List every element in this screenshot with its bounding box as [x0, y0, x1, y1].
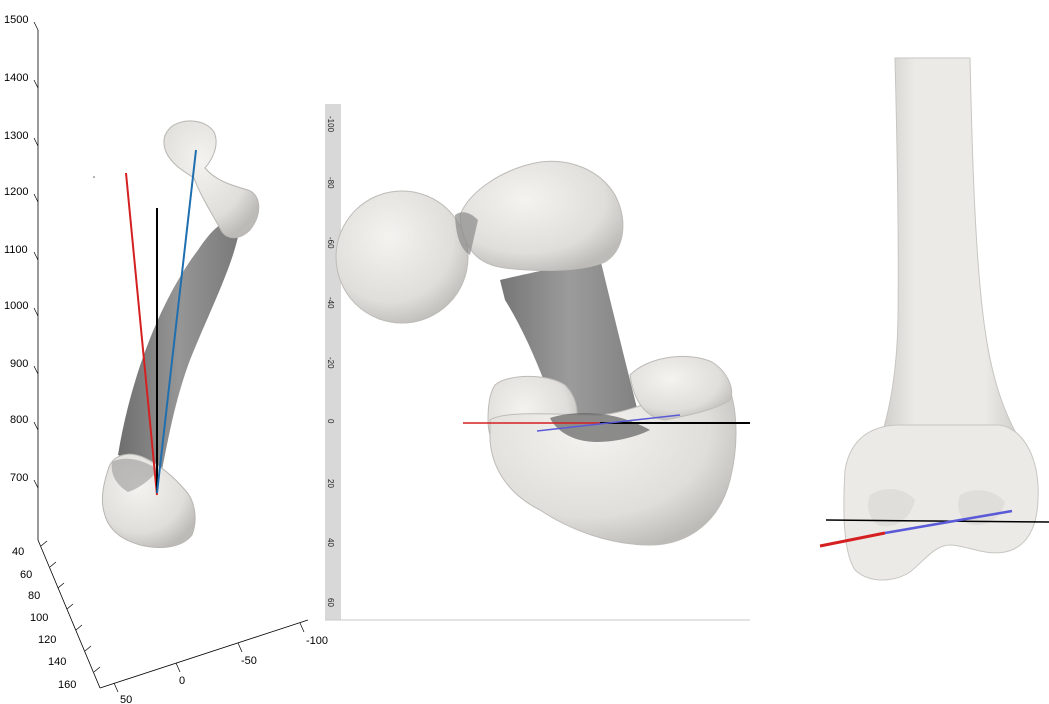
z-tick: 700 — [10, 472, 39, 489]
z-tick: 900 — [10, 358, 39, 375]
y-tick: 120 — [38, 624, 83, 646]
z-tick-label: 1300 — [4, 130, 28, 142]
y-axis-ticks: 40 60 80 100 120 140 160 — [12, 540, 101, 691]
femoral-neck-shaft — [500, 258, 640, 429]
z-tick-label: 1200 — [4, 186, 28, 198]
y-tick: 40 — [12, 540, 48, 558]
femoral-head — [335, 190, 469, 324]
red-axis-distal — [819, 531, 886, 548]
z-tick-label: 1000 — [4, 300, 28, 312]
y-tick: 100 — [30, 603, 74, 624]
femoral-head-3d — [163, 120, 260, 239]
side-tick-label: -80 — [326, 177, 335, 189]
medial-condyle-proximal-view — [629, 355, 733, 421]
z-tick: 800 — [10, 414, 39, 431]
femur-distal-shaft — [879, 57, 1021, 441]
red-axis-3d — [125, 172, 158, 496]
z-tick: 1300 — [4, 130, 39, 147]
purple-axis-proximal — [536, 414, 681, 432]
z-tick: 1500 — [4, 14, 39, 31]
y-tick-label: 120 — [38, 634, 56, 646]
distal-condyles — [843, 424, 1039, 581]
stray-dot — [93, 176, 95, 178]
z-tick: 1200 — [4, 186, 39, 203]
condyle-shading — [868, 488, 915, 527]
distal-shadow-3d — [111, 458, 158, 492]
x-tick: -50 — [237, 642, 257, 667]
z-tick-label: 1100 — [4, 244, 28, 256]
x-tick-label: -100 — [306, 635, 328, 647]
y-tick-label: 80 — [28, 590, 40, 602]
y-tick-label: 60 — [20, 569, 32, 581]
neck-connector — [455, 212, 478, 255]
side-tick-label: -100 — [326, 116, 335, 133]
femur-distal-model — [843, 57, 1039, 581]
z-tick: 1000 — [4, 300, 39, 317]
x-axis-line — [99, 619, 309, 689]
x-tick-label: 0 — [179, 675, 185, 687]
panel-distal-view — [819, 57, 1049, 581]
purple-axis-distal — [884, 509, 1013, 535]
z-tick-label: 1400 — [4, 72, 28, 84]
intercondylar-shadow — [550, 413, 650, 442]
panel-proximal-view: -100 -80 -60 -40 -20 0 20 40 60 — [325, 104, 750, 621]
x-tick: -100 — [299, 622, 328, 647]
femur-proximal-model — [335, 160, 737, 546]
x-tick: 50 — [113, 682, 132, 704]
femur-shaft — [118, 221, 240, 470]
y-tick-label: 160 — [58, 679, 76, 691]
y-tick-label: 40 — [12, 546, 24, 558]
side-tick-label: 60 — [326, 598, 335, 607]
y-tick: 60 — [20, 561, 57, 581]
x-tick-label: -50 — [241, 655, 257, 667]
z-tick: 1100 — [4, 244, 39, 261]
x-tick: 0 — [175, 662, 185, 687]
side-tick-label: 0 — [326, 419, 335, 424]
blue-axis-3d — [156, 149, 197, 494]
z-tick-label: 900 — [10, 358, 28, 370]
y-tick: 80 — [28, 582, 65, 602]
side-tick-label: -60 — [326, 237, 335, 249]
y-tick: 160 — [58, 666, 101, 691]
side-axis-ticks: -100 -80 -60 -40 -20 0 20 40 60 — [326, 116, 335, 607]
y-tick: 140 — [48, 645, 92, 668]
z-tick: 1400 — [4, 72, 39, 89]
side-tick-label: 40 — [326, 538, 335, 547]
femur-3d-model — [101, 120, 260, 548]
side-tick-label: -20 — [326, 357, 335, 369]
z-tick-label: 1500 — [4, 14, 28, 26]
x-axis-ticks: 50 0 -50 -100 — [113, 622, 328, 704]
y-tick-label: 140 — [48, 656, 66, 668]
y-axis-line — [37, 539, 101, 689]
z-axis-ticks: 1500 1400 1300 1200 1100 1000 900 800 70… — [4, 14, 39, 489]
z-tick-label: 800 — [10, 414, 28, 426]
greater-trochanter — [459, 160, 624, 271]
z-tick-label: 700 — [10, 472, 28, 484]
y-tick-label: 100 — [30, 612, 48, 624]
condyle-shading — [958, 490, 1005, 526]
black-axis-distal — [825, 519, 1049, 523]
side-axis-bar — [325, 104, 341, 620]
panel-3d-view: 1500 1400 1300 1200 1100 1000 900 800 70… — [4, 14, 328, 704]
side-tick-label: -40 — [326, 297, 335, 309]
side-tick-label: 20 — [326, 479, 335, 488]
x-tick-label: 50 — [120, 694, 132, 704]
